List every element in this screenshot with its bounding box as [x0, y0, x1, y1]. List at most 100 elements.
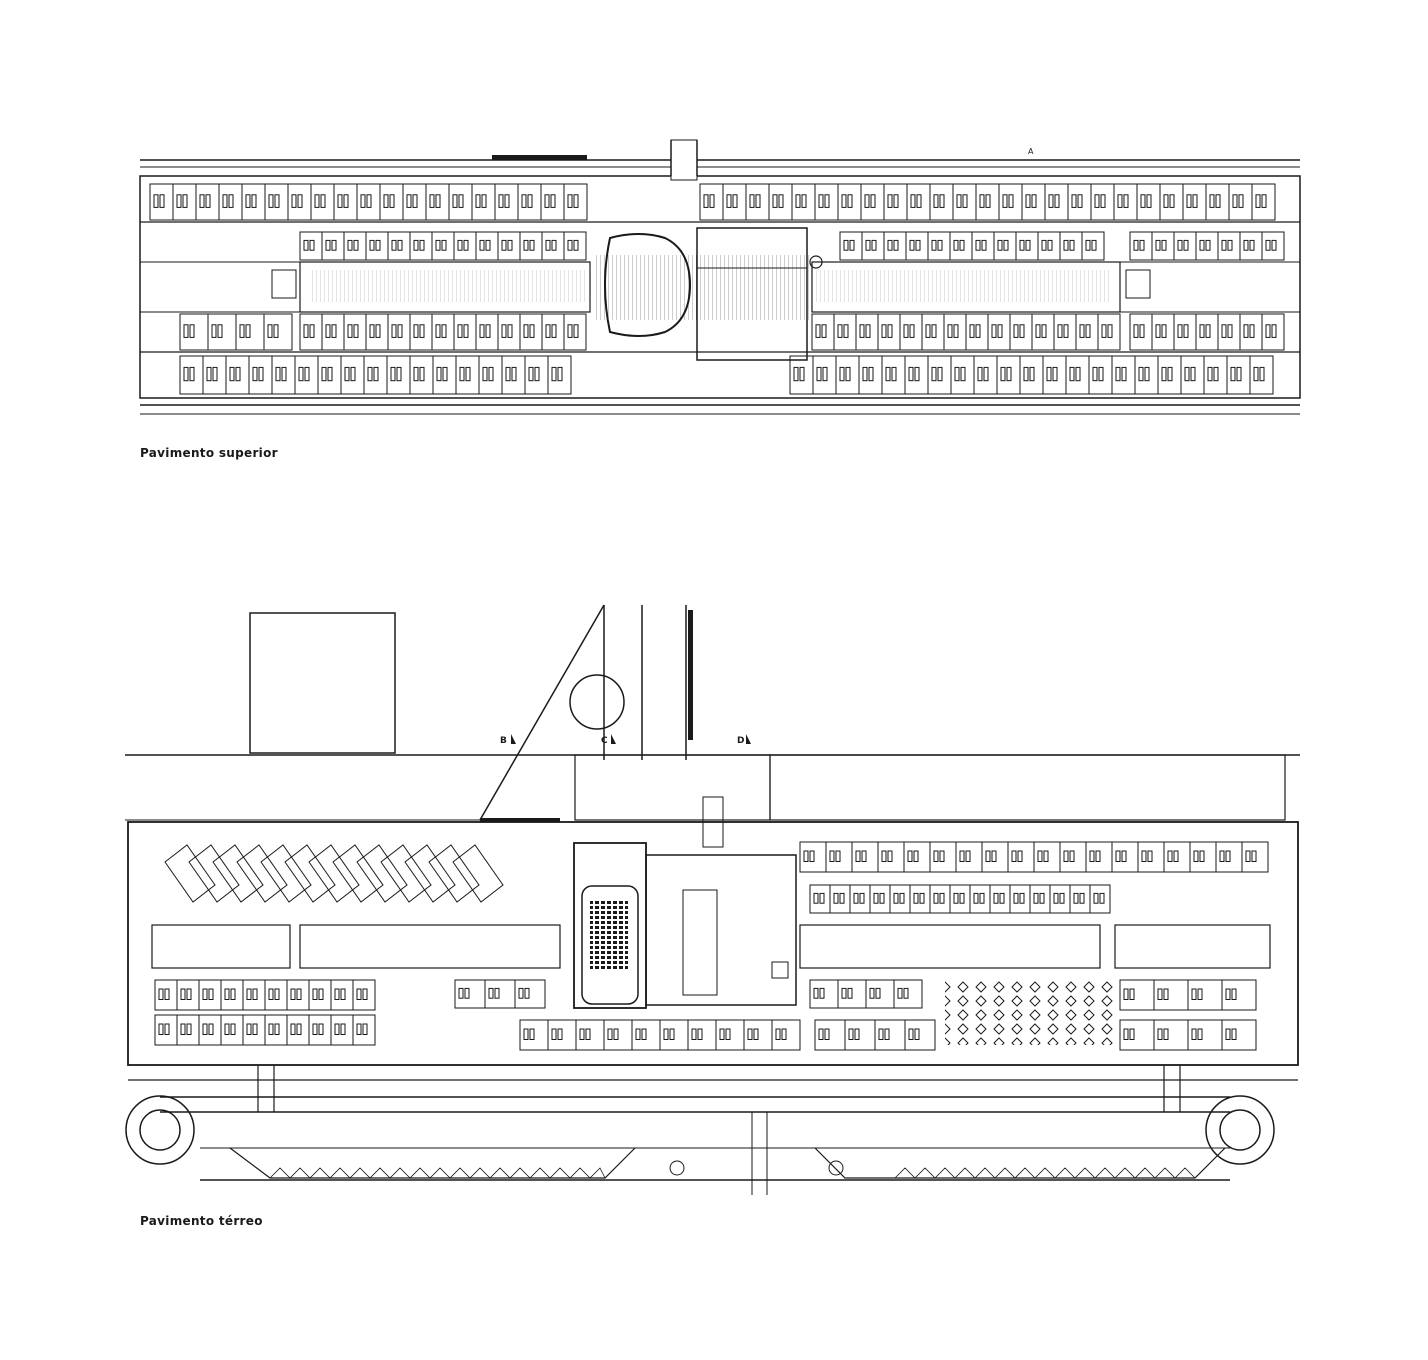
- upper-office-cell: [402, 183, 427, 221]
- desk-mark: [709, 194, 715, 208]
- desk-mark: [340, 1023, 346, 1035]
- desk-mark: [176, 194, 182, 208]
- upper-office-cell: [1261, 231, 1285, 261]
- desk-mark: [528, 366, 534, 382]
- desk-mark: [991, 324, 997, 338]
- desk-mark: [822, 366, 828, 382]
- ground-office-cell: [286, 1014, 310, 1046]
- desk-mark: [463, 239, 469, 251]
- desk-mark: [1173, 850, 1179, 862]
- desk-mark: [1025, 239, 1031, 251]
- upper-office-cell: [1097, 313, 1121, 351]
- upper-office-cell: [1173, 313, 1197, 351]
- ground-office-cell: [220, 979, 244, 1011]
- desk-mark: [268, 194, 274, 208]
- desk-mark: [485, 239, 491, 251]
- upper-office-cell: [1226, 355, 1251, 395]
- desk-mark: [881, 324, 887, 338]
- desk-mark: [848, 1028, 854, 1040]
- upper-office-cell: [905, 231, 929, 261]
- upper-office-cell: [1129, 313, 1153, 351]
- desk-mark: [726, 194, 732, 208]
- upper-office-cell: [1173, 231, 1197, 261]
- desk-mark: [1019, 892, 1025, 904]
- desk-mark: [954, 366, 960, 382]
- desk-mark: [703, 194, 709, 208]
- desk-mark: [1155, 324, 1161, 338]
- desk-mark: [885, 366, 891, 382]
- upper-office-cell: [1159, 183, 1184, 221]
- desk-mark: [375, 239, 381, 251]
- desk-mark: [268, 1023, 274, 1035]
- desk-mark: [579, 1028, 585, 1040]
- desk-mark: [908, 1028, 914, 1040]
- desk-mark: [1255, 194, 1261, 208]
- desk-mark: [1107, 324, 1113, 338]
- upper-office-cell: [547, 355, 572, 395]
- angled-bay: [428, 844, 480, 903]
- desk-mark: [573, 239, 579, 251]
- upper-office-cell: [1088, 355, 1113, 395]
- ground-office-cell: [1221, 1019, 1257, 1051]
- desk-mark: [567, 239, 573, 251]
- desk-mark: [847, 987, 853, 999]
- desk-mark: [641, 1028, 647, 1040]
- desk-mark: [1215, 194, 1221, 208]
- ground-office-cell: [308, 979, 332, 1011]
- desk-mark: [1129, 988, 1135, 1000]
- desk-mark: [1167, 850, 1173, 862]
- desk-mark: [839, 366, 845, 382]
- desk-mark: [1183, 239, 1189, 251]
- desk-mark: [845, 366, 851, 382]
- desk-mark: [413, 324, 419, 338]
- desk-mark: [1063, 324, 1069, 338]
- desk-mark: [557, 366, 563, 382]
- desk-mark: [245, 194, 251, 208]
- desk-mark: [297, 194, 303, 208]
- desk-mark: [953, 324, 959, 338]
- desk-mark: [1205, 324, 1211, 338]
- desk-mark: [518, 987, 524, 999]
- desk-mark: [1146, 194, 1152, 208]
- ground-office-cell: [286, 979, 310, 1011]
- desk-mark: [458, 194, 464, 208]
- upper-office-cell: [1042, 355, 1067, 395]
- angled-bay: [188, 844, 240, 903]
- desk-mark: [865, 239, 871, 251]
- desk-mark: [1069, 239, 1075, 251]
- desk-mark: [1249, 324, 1255, 338]
- desk-mark: [383, 194, 389, 208]
- desk-mark: [1238, 194, 1244, 208]
- desk-mark: [274, 988, 280, 1000]
- desk-mark: [1117, 194, 1123, 208]
- desk-mark: [959, 892, 965, 904]
- desk-mark: [959, 850, 965, 862]
- upper-office-cell: [1136, 183, 1161, 221]
- desk-mark: [1011, 850, 1017, 862]
- desk-mark: [389, 194, 395, 208]
- desk-mark: [862, 366, 868, 382]
- desk-mark: [312, 988, 318, 1000]
- desk-mark: [183, 324, 189, 338]
- desk-mark: [1101, 324, 1107, 338]
- upper-office-cell: [881, 355, 906, 395]
- desk-mark: [1025, 194, 1031, 208]
- desk-mark: [488, 366, 494, 382]
- desk-mark: [303, 239, 309, 251]
- desk-mark: [501, 239, 507, 251]
- desk-mark: [815, 324, 821, 338]
- ground-office-cell: [1089, 884, 1111, 914]
- desk-mark: [837, 324, 843, 338]
- desk-mark: [1199, 239, 1205, 251]
- desk-mark: [887, 850, 893, 862]
- upper-office-cell: [811, 313, 835, 351]
- upper-office-cell: [1075, 313, 1099, 351]
- desk-mark: [973, 892, 979, 904]
- desk-mark: [463, 324, 469, 338]
- desk-mark: [939, 850, 945, 862]
- ground-office-cell: [1241, 841, 1269, 873]
- desk-mark: [1129, 1028, 1135, 1040]
- desk-mark: [396, 366, 402, 382]
- desk-mark: [919, 892, 925, 904]
- caption-upper-floor: Pavimento superior: [140, 446, 278, 460]
